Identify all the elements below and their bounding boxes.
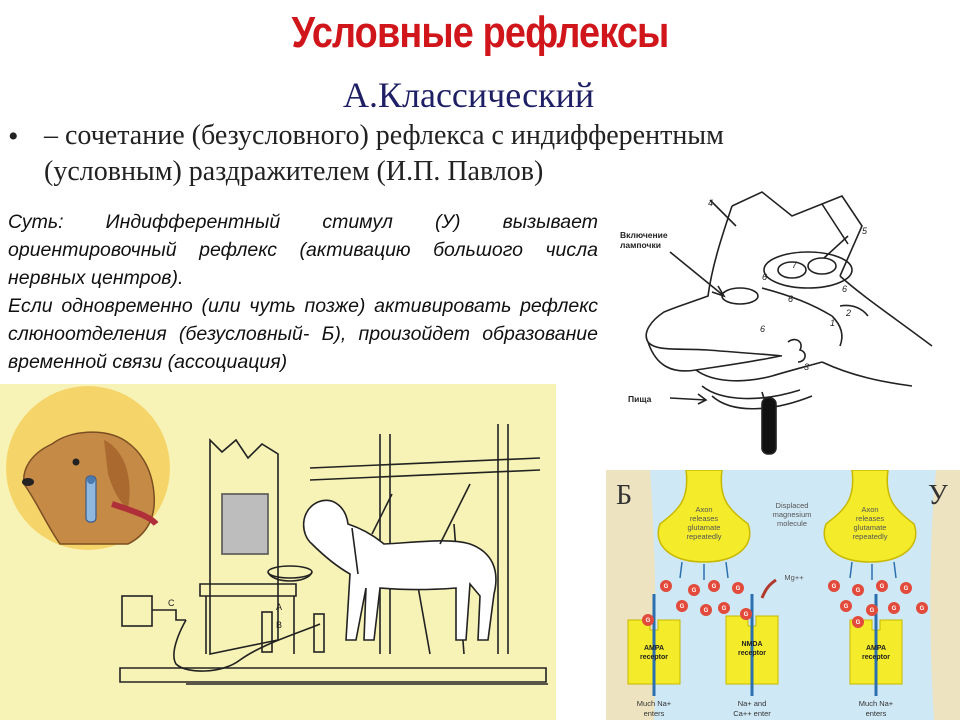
glutamate-g: G [680, 604, 685, 610]
displaced-mg-text: magnesium [773, 510, 812, 519]
axon-left-text: repeatedly [686, 532, 721, 541]
schema-num-6b: 6 [788, 294, 793, 304]
schema-num-3: 3 [804, 362, 809, 372]
glutamate-g: G [692, 588, 697, 594]
schema-num-5: 5 [862, 226, 868, 236]
nmda-label: NMDA [742, 641, 763, 648]
nmda-label: receptor [738, 650, 766, 657]
glutamate-g: G [832, 584, 837, 590]
enters-right-text: Much Na+ [859, 699, 894, 708]
axon-right-text: glutamate [854, 523, 887, 532]
ampa-left-label: AMPA [644, 645, 664, 652]
synapse-diagram: G G G G G G G G G G G G G G G G G G Axon… [606, 470, 960, 720]
displaced-mg-text: Displaced [776, 501, 809, 510]
enters-right-text: enters [866, 709, 887, 718]
label-unconditioned: Б [616, 480, 633, 511]
slide-title: Условные рефлексы [291, 8, 670, 57]
glutamate-g: G [664, 584, 669, 590]
schema-num-2: 2 [845, 308, 851, 318]
glutamate-g: G [856, 620, 861, 626]
label-lamp-on: Включение [620, 230, 668, 240]
apparatus-label-c: C [168, 598, 175, 608]
schema-num-1: 1 [830, 318, 835, 328]
glutamate-g: G [892, 606, 897, 612]
pavlov-apparatus-illustration: C A B [0, 384, 556, 720]
axon-right-text: releases [856, 514, 885, 523]
ampa-left-label: receptor [640, 654, 668, 661]
glutamate-molecules [642, 580, 928, 628]
axon-right-text: repeatedly [852, 532, 887, 541]
axon-left-text: Axon [695, 505, 712, 514]
axon-left-text: glutamate [688, 523, 721, 532]
glutamate-g: G [844, 604, 849, 610]
label-food: Пища [628, 394, 652, 404]
glutamate-g: G [920, 606, 925, 612]
enters-mid-text: Na+ and [738, 699, 767, 708]
axon-right-text: Axon [861, 505, 878, 514]
glutamate-g: G [880, 584, 885, 590]
glutamate-g: G [870, 608, 875, 614]
schema-num-6d: 6 [760, 324, 765, 334]
ampa-right-label: receptor [862, 654, 890, 661]
glutamate-g: G [722, 606, 727, 612]
apparatus-label-a: A [276, 602, 282, 612]
essence-line-1: Суть: Индифферентный стимул (У) вызывает… [8, 211, 598, 289]
schema-num-4: 4 [708, 198, 713, 208]
essence-paragraph: Суть: Индифферентный стимул (У) вызывает… [8, 208, 598, 376]
glutamate-g: G [646, 618, 651, 624]
schema-num-6a: 6 [762, 272, 767, 282]
axon-terminal-right [823, 470, 917, 563]
glutamate-g: G [744, 612, 749, 618]
displaced-mg-text: molecule [777, 519, 807, 528]
label-lamp: лампочки [620, 240, 661, 250]
enters-left-text: Much Na+ [637, 699, 672, 708]
apparatus-label-b: B [276, 620, 282, 630]
glutamate-g: G [736, 586, 741, 592]
glutamate-g: G [704, 608, 709, 614]
bullet-marker: • [8, 120, 19, 153]
glutamate-g: G [904, 586, 909, 592]
schema-num-7: 7 [792, 260, 798, 270]
dog-portrait [22, 431, 159, 545]
mg-label: Mg++ [784, 573, 804, 582]
axon-left-text: releases [690, 514, 719, 523]
glutamate-g: G [712, 584, 717, 590]
definition-bullet: – сочетание (безусловного) рефлекса с ин… [44, 120, 724, 187]
essence-line-2: Если одновременно (или чуть позже) актив… [8, 295, 598, 373]
enters-mid-text: Ca++ enter [733, 709, 771, 718]
label-conditioned: У [928, 480, 948, 511]
glutamate-g: G [856, 588, 861, 594]
axon-terminal-left [657, 470, 751, 563]
schema-num-6c: 6 [842, 284, 847, 294]
slide-subtitle: А.Классический [343, 75, 595, 115]
dog-reflex-schema: 4 5 7 6 6 6 6 1 2 3 Включение лампочки П… [612, 186, 960, 470]
enters-left-text: enters [644, 709, 665, 718]
ampa-right-label: AMPA [866, 645, 886, 652]
